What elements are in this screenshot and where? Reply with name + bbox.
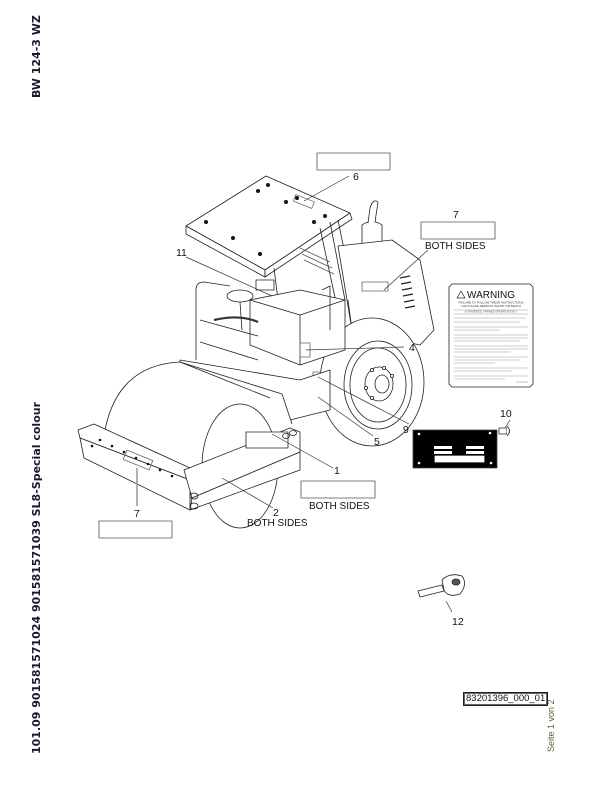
rear-wheel [319,317,425,447]
callout-12: 12 [452,616,464,628]
warning-title: WARNING [467,290,515,301]
decal-box-7-right [420,221,496,240]
handrail [195,281,331,361]
decal-box-1 [300,480,376,499]
warning-subtitle-1: FAILURE TO FOLLOW THESE INSTRUCTIONS [458,301,523,305]
leader-lines [136,175,511,613]
callout-1: 1 [334,465,340,477]
note-both-sides-mid: BOTH SIDES [309,501,370,512]
drum-frame [77,423,301,511]
decal-box-7-left [98,520,173,539]
callout-6: 6 [353,171,359,183]
callout-11: 11 [176,247,187,259]
decal-box-6 [316,152,391,171]
warning-decal [448,283,534,388]
warning-subtitle-3: AUTHORIZED, TRAINED OPERATOR ONLY [465,310,518,314]
ignition-key [417,574,465,598]
rivet [498,425,510,437]
steering-wheel [226,279,275,331]
callout-2: 2 [273,507,279,519]
callout-4: 4 [409,342,415,354]
callout-5: 5 [374,436,380,448]
document-reference: 83201396_000_01 [463,692,549,706]
callout-7-right: 7 [453,209,459,221]
canopy-roof [185,175,353,278]
callout-9: 9 [403,424,409,436]
warning-subtitle-2: CAN CAUSE SERIOUS INJURY OR DEATH [461,304,521,308]
callout-10: 10 [500,408,512,420]
callout-7-left: 7 [134,508,140,520]
note-both-sides-top: BOTH SIDES [425,241,486,252]
serial-plate [412,429,498,469]
note-both-sides-bottom: BOTH SIDES [247,518,308,529]
